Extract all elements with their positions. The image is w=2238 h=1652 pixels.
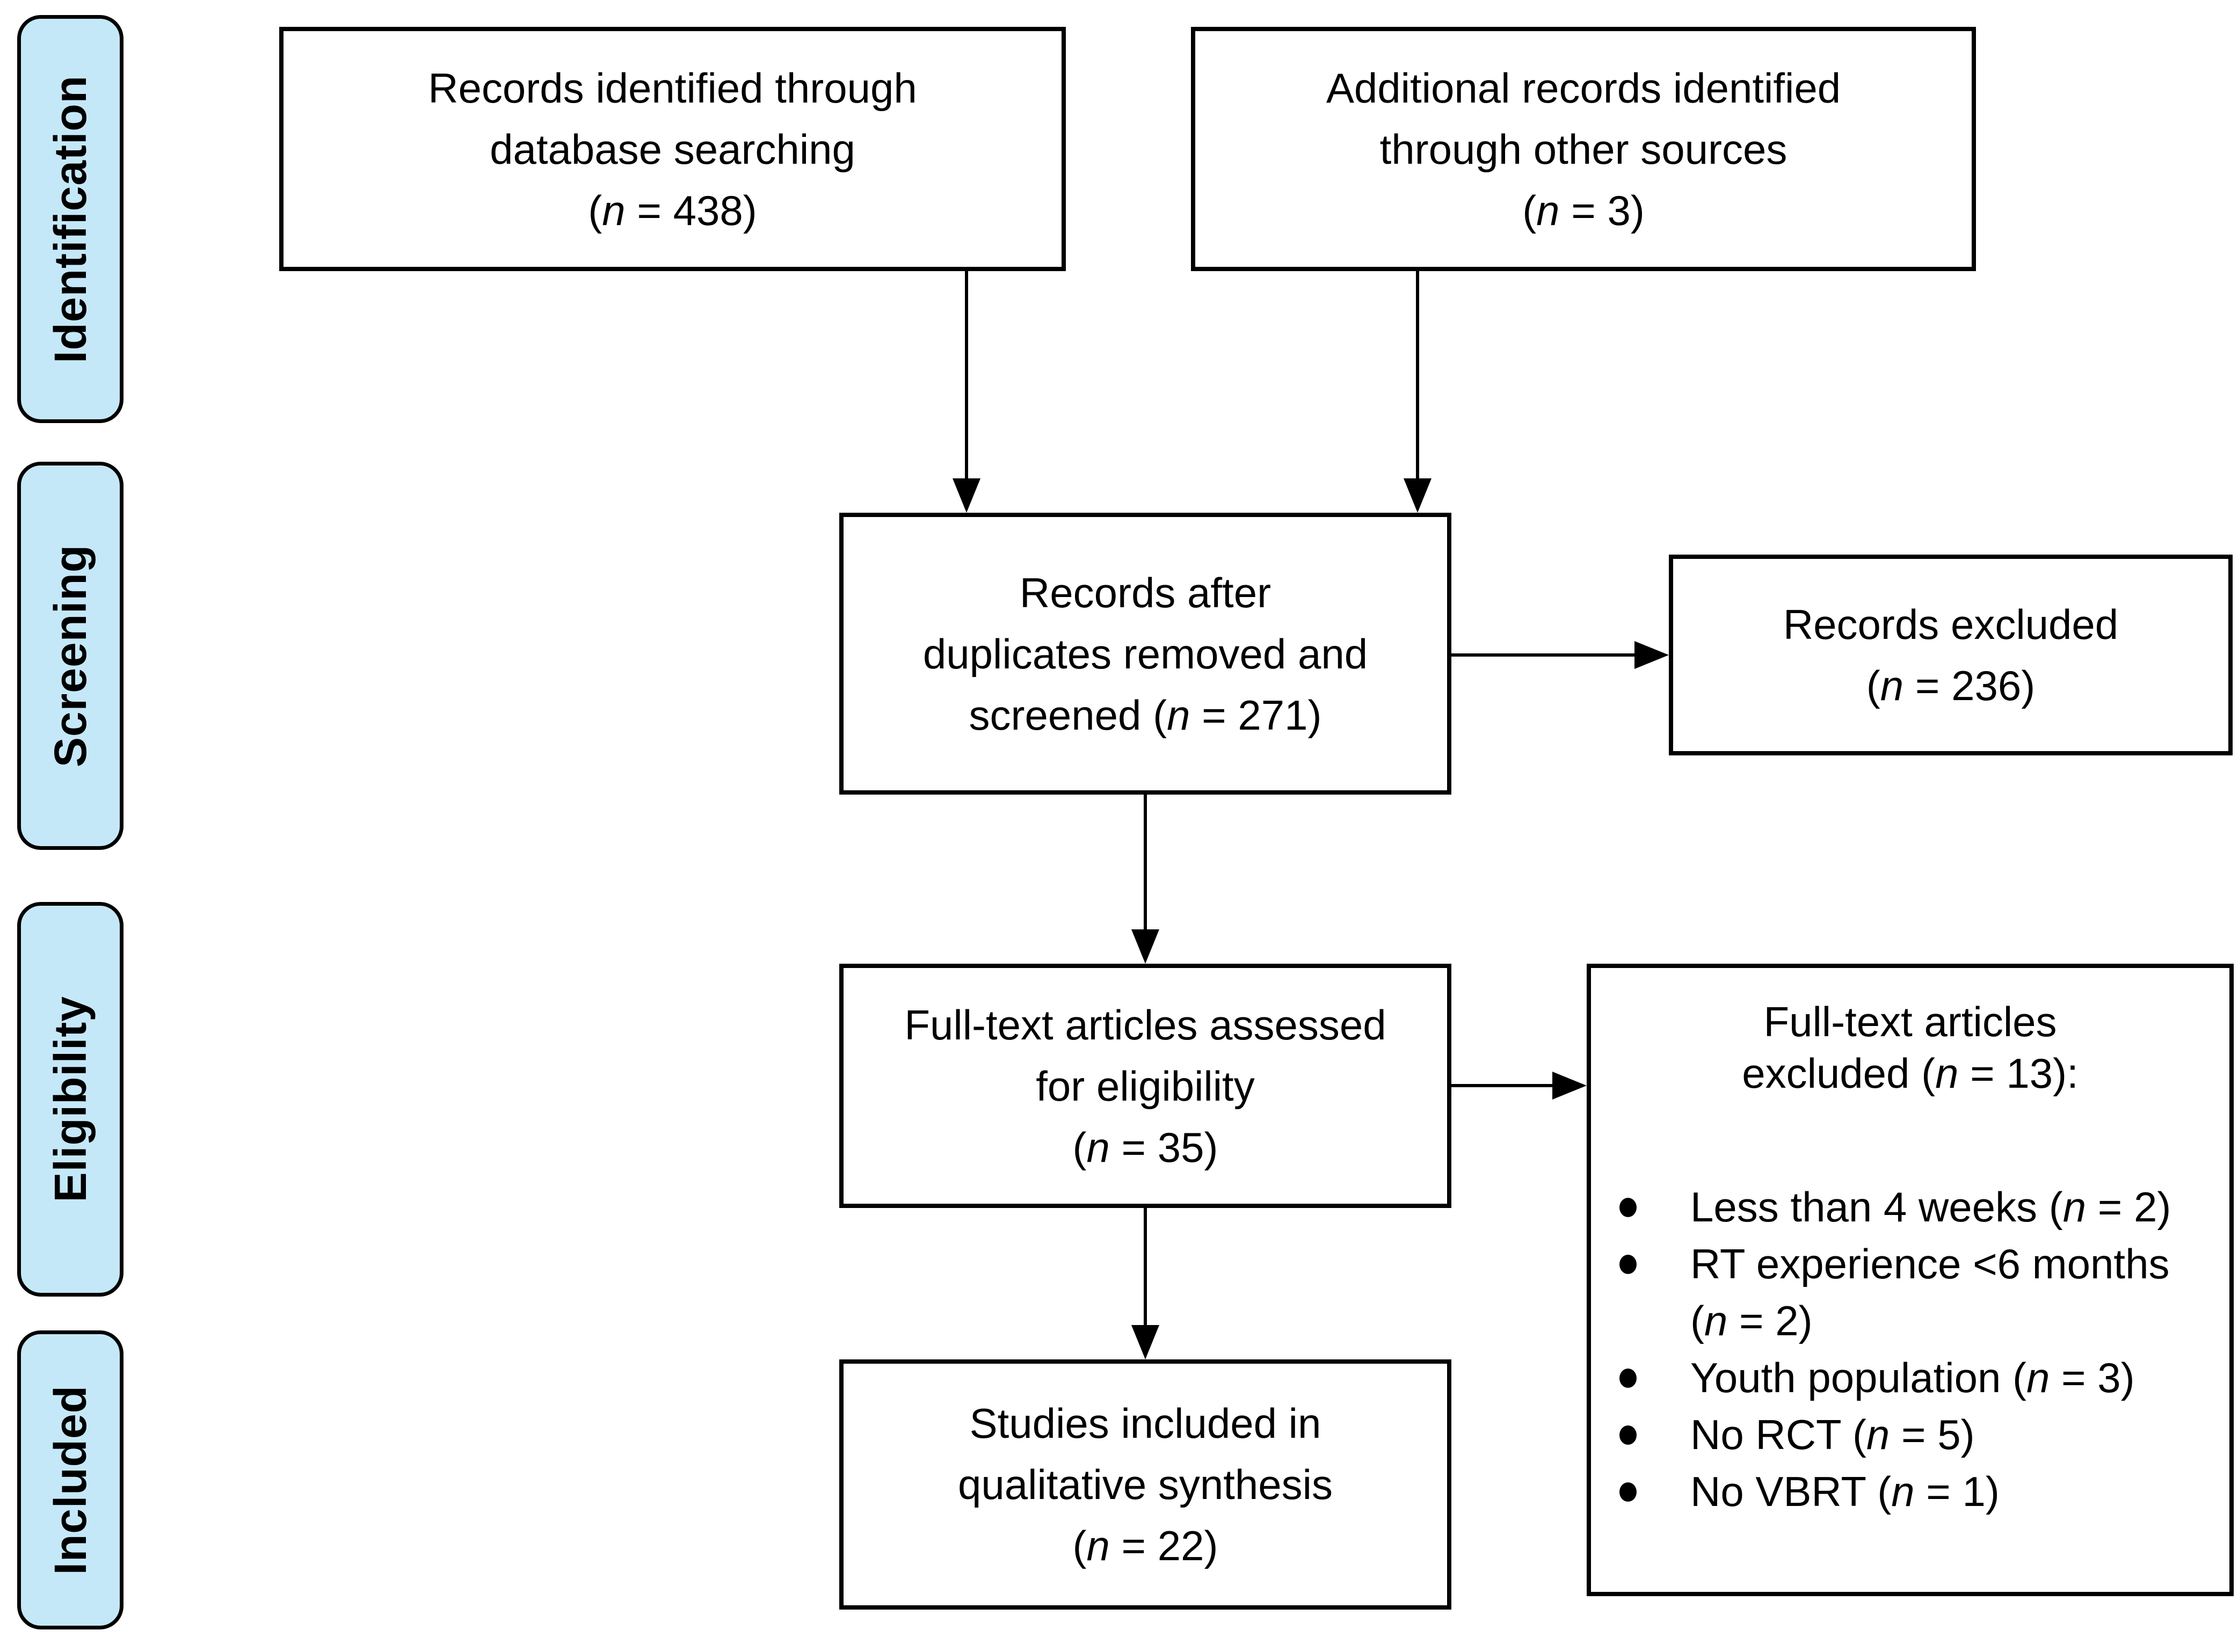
box-additional-records: Additional records identified through ot… bbox=[1191, 27, 1976, 271]
box-records-identified-count: (n = 438) bbox=[588, 186, 757, 234]
box-included-studies-line2: qualitative synthesis bbox=[957, 1461, 1333, 1508]
arrow-assessed-to-fulltext-excluded-line bbox=[1450, 1084, 1553, 1087]
arrow-down-icon bbox=[953, 478, 980, 513]
exclusion-reason-text: Less than 4 weeks (n = 2) bbox=[1690, 1183, 2171, 1231]
box-records-excluded: Records excluded (n = 236) bbox=[1669, 555, 2233, 755]
box-additional-records-count: (n = 3) bbox=[1522, 186, 1645, 234]
box-fulltext-assessed-line2: for eligibility bbox=[1036, 1062, 1255, 1110]
box-included-studies: Studies included in qualitative synthesi… bbox=[839, 1359, 1451, 1610]
stage-screening-label: Screening bbox=[45, 544, 96, 768]
stage-eligibility-label: Eligibility bbox=[45, 996, 96, 1203]
box-fulltext-excluded-title: Full-text articles excluded (n = 13): bbox=[1591, 996, 2229, 1099]
exclusion-reason-text-wrap: (n = 2) bbox=[1690, 1297, 1813, 1344]
exclusion-reason-list: Less than 4 weeks (n = 2) RT experience … bbox=[1591, 1178, 2229, 1520]
exclusion-reason-text: No VBRT (n = 1) bbox=[1690, 1468, 2000, 1515]
stage-included: Included bbox=[17, 1330, 123, 1629]
bullet-icon bbox=[1619, 1425, 1637, 1445]
box-duplicates-removed: Records after duplicates removed and scr… bbox=[839, 513, 1451, 795]
box-additional-records-line2: through other sources bbox=[1379, 125, 1788, 173]
arrow-right-icon bbox=[1634, 641, 1669, 669]
arrow-right-icon bbox=[1552, 1072, 1587, 1100]
box-records-identified-line1: Records identified through bbox=[428, 64, 917, 112]
stage-eligibility: Eligibility bbox=[17, 902, 123, 1297]
box-records-identified: Records identified through database sear… bbox=[279, 27, 1066, 271]
stage-identification: Identification bbox=[17, 15, 123, 423]
arrow-down-icon bbox=[1131, 929, 1159, 964]
exclusion-reason-item: RT experience <6 months (n = 2) bbox=[1619, 1235, 2219, 1349]
box-fulltext-assessed-count: (n = 35) bbox=[1072, 1123, 1218, 1171]
box-fulltext-excluded-title-line1: Full-text articles bbox=[1763, 998, 2057, 1045]
exclusion-reason-item: Youth population (n = 3) bbox=[1619, 1349, 2219, 1406]
arrow-additional-to-deduplicated-line bbox=[1416, 271, 1419, 479]
arrow-down-icon bbox=[1131, 1325, 1159, 1359]
box-fulltext-assessed: Full-text articles assessed for eligibil… bbox=[839, 964, 1451, 1208]
bullet-icon bbox=[1619, 1482, 1637, 1502]
arrow-down-icon bbox=[1404, 478, 1432, 513]
box-fulltext-excluded-title-line2: excluded (n = 13): bbox=[1742, 1050, 2079, 1097]
arrow-identified-to-deduplicated-line bbox=[965, 271, 968, 479]
exclusion-reason-item: No VBRT (n = 1) bbox=[1619, 1463, 2219, 1520]
exclusion-reason-item: Less than 4 weeks (n = 2) bbox=[1619, 1178, 2219, 1235]
box-fulltext-excluded: Full-text articles excluded (n = 13): Le… bbox=[1587, 964, 2234, 1596]
bullet-icon bbox=[1619, 1198, 1637, 1217]
box-records-excluded-count: (n = 236) bbox=[1866, 662, 2036, 709]
arrow-deduplicated-to-assessed-line bbox=[1144, 794, 1147, 930]
box-included-studies-count: (n = 22) bbox=[1072, 1522, 1218, 1569]
exclusion-reason-text: No RCT (n = 5) bbox=[1690, 1411, 1975, 1458]
box-duplicates-removed-line2: duplicates removed and bbox=[922, 630, 1368, 678]
bullet-icon bbox=[1619, 1255, 1637, 1274]
stage-identification-label: Identification bbox=[45, 75, 96, 363]
box-included-studies-line1: Studies included in bbox=[969, 1400, 1321, 1447]
stage-screening: Screening bbox=[17, 462, 123, 850]
exclusion-reason-item: No RCT (n = 5) bbox=[1619, 1406, 2219, 1463]
box-duplicates-removed-line1: Records after bbox=[1019, 569, 1271, 616]
box-additional-records-line1: Additional records identified bbox=[1326, 64, 1841, 112]
box-records-excluded-line1: Records excluded bbox=[1783, 601, 2119, 648]
box-duplicates-removed-count: screened (n = 271) bbox=[969, 691, 1322, 739]
arrow-deduplicated-to-excluded-line bbox=[1450, 653, 1636, 657]
stage-included-label: Included bbox=[45, 1385, 96, 1575]
exclusion-reason-text: RT experience <6 months bbox=[1690, 1240, 2170, 1287]
box-records-identified-line2: database searching bbox=[490, 125, 855, 173]
bullet-icon bbox=[1619, 1369, 1637, 1388]
exclusion-reason-text: Youth population (n = 3) bbox=[1690, 1354, 2135, 1401]
box-fulltext-assessed-line1: Full-text articles assessed bbox=[904, 1001, 1386, 1049]
arrow-assessed-to-included-line bbox=[1144, 1207, 1147, 1326]
